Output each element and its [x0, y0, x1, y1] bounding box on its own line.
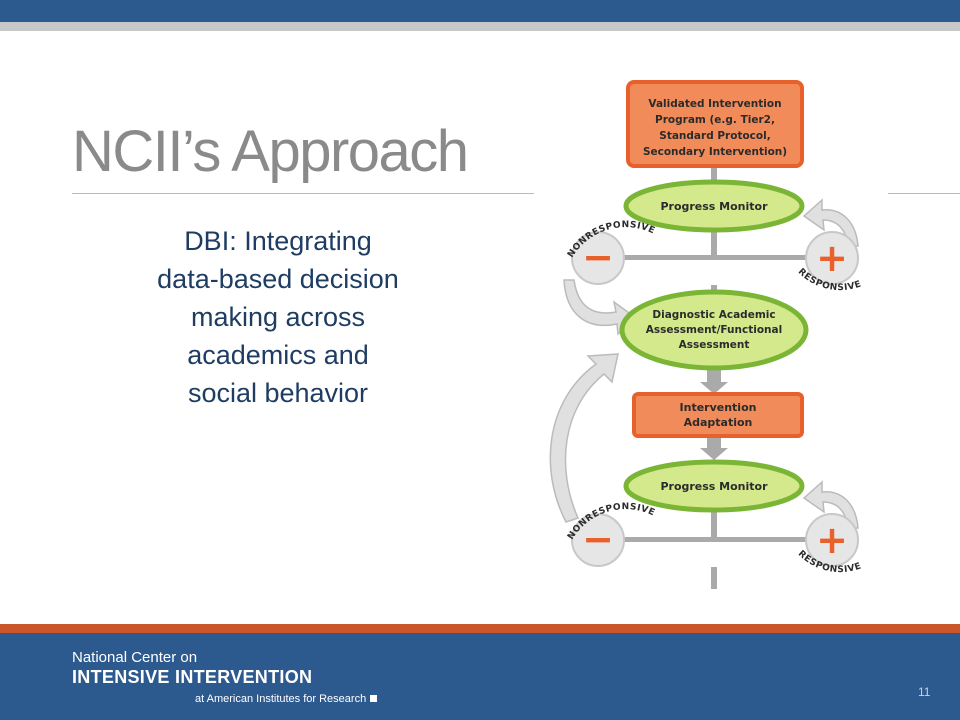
- diagnostic-text-line: Assessment/Functional: [646, 324, 782, 336]
- title-underline-right: [888, 193, 960, 194]
- footer-org-name: INTENSIVE INTERVENTION: [72, 667, 313, 687]
- adaptation-text-line: Adaptation: [684, 416, 753, 429]
- top-header-bar: [0, 0, 960, 22]
- diagnostic-text-line: Assessment: [679, 339, 750, 351]
- connector-line: [711, 567, 717, 589]
- down-arrow-icon: [700, 437, 728, 460]
- footer-affiliation-text: at American Institutes for Research: [195, 693, 367, 705]
- diagnostic-assessment-ellipse: [619, 289, 809, 371]
- adaptation-text-line: Intervention: [680, 401, 757, 414]
- box-text-line: Validated Intervention: [648, 98, 781, 110]
- body-line: social behavior: [187, 378, 369, 408]
- body-line: academics and: [187, 340, 369, 370]
- progress-monitor-ellipse: [623, 179, 805, 233]
- body-line: data-based decision: [157, 264, 399, 294]
- square-logo-icon: [370, 695, 378, 702]
- box-text-line: Standard Protocol,: [659, 130, 770, 142]
- diagnostic-text-line: Diagnostic Academic: [652, 309, 775, 321]
- minus-circle-icon: [571, 513, 625, 567]
- curved-arrow-icon: [549, 353, 619, 523]
- slide-title: NCII’s Approach: [72, 119, 469, 184]
- body-line: making across: [190, 302, 366, 332]
- slide-body-text: DBI: Integrating data-based decision mak…: [122, 222, 434, 412]
- page-number: 11: [918, 685, 931, 699]
- body-line: DBI: Integrating: [184, 226, 372, 256]
- footer-bar: National Center on INTENSIVE INTERVENTIO…: [0, 633, 960, 720]
- progress-monitor-ellipse: [623, 459, 805, 513]
- down-arrow-icon: [700, 370, 728, 394]
- decision-line: [598, 255, 818, 260]
- box-text-line: Secondary Intervention): [643, 146, 787, 158]
- plus-circle-icon: [805, 231, 859, 285]
- plus-icon: +: [816, 518, 848, 562]
- curved-arrow-icon: [563, 279, 638, 336]
- footer-orange-stripe: [0, 624, 960, 633]
- connector-line: [711, 168, 717, 182]
- footer-org-line1: National Center on: [72, 649, 198, 666]
- decision-line: [598, 537, 818, 542]
- plus-icon: +: [816, 236, 848, 280]
- dbi-diagram-svg: Validated Intervention Program (e.g. Tie…: [549, 80, 862, 589]
- minus-circle-icon: [571, 231, 625, 285]
- connector-line: [711, 230, 717, 260]
- progress-monitor-label: Progress Monitor: [660, 480, 768, 493]
- minus-icon: −: [582, 235, 614, 279]
- footer-org-affiliation: at American Institutes for Research: [195, 693, 378, 705]
- minus-icon: −: [582, 517, 614, 561]
- dbi-process-diagram: Validated Intervention Program (e.g. Tie…: [536, 72, 886, 592]
- plus-circle-icon: [805, 513, 859, 567]
- top-gray-stripe: [0, 22, 960, 31]
- intervention-adaptation-box: [632, 392, 804, 438]
- box-text-line: Program (e.g. Tier2,: [655, 114, 775, 126]
- title-underline-left: [72, 193, 534, 194]
- validated-intervention-box: [626, 80, 804, 168]
- progress-monitor-label: Progress Monitor: [660, 200, 768, 213]
- connector-line: [711, 508, 717, 542]
